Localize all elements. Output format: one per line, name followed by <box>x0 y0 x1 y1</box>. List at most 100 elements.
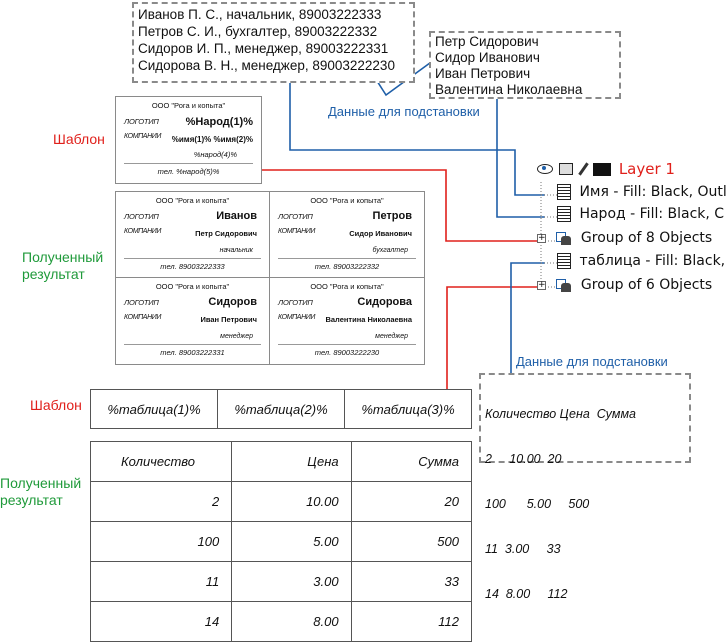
text-object-icon <box>557 184 571 200</box>
divider <box>124 163 253 164</box>
table-data-line: 14 8.00 112 <box>485 587 568 601</box>
red-connector-template-to-group8 <box>262 169 538 242</box>
first-names: Валентина Николаевна <box>325 315 412 324</box>
telephone: тел. 89003222331 <box>160 348 225 357</box>
divider <box>278 344 416 345</box>
table-cell: 2 <box>89 481 233 522</box>
company-name: ООО "Рога и копыта" <box>151 101 226 110</box>
eye-icon[interactable] <box>537 164 553 174</box>
table-cell: 10.00 <box>231 481 352 522</box>
template-label-2: Шаблон <box>30 397 82 413</box>
template-field-narod: %Народ(1)% <box>185 116 253 128</box>
company-name: ООО "Рога и копыта" <box>155 196 230 205</box>
company-name: ООО "Рога и копыта" <box>155 282 230 291</box>
template-tel: тел. %народ(5)% <box>157 167 220 176</box>
expand-plus-icon[interactable]: + <box>537 232 546 243</box>
expand-plus-icon[interactable]: + <box>537 279 546 290</box>
source-data-box: Иванов П. С., начальник, 89003222333 Пет… <box>132 2 415 83</box>
first-names: Петр Сидорович <box>195 229 257 238</box>
source-data-line: Сидоров И. П., менеджер, 89003222331 <box>138 41 389 56</box>
position: бухгалтер <box>372 247 408 254</box>
table-row: 2 10.00 20 <box>89 481 473 522</box>
column-header: Количество <box>89 441 233 482</box>
column-header: Сумма <box>350 441 473 482</box>
logo-text: ЛОГОТИП <box>278 298 313 307</box>
table-row: 11 3.00 33 <box>89 561 473 602</box>
table-cell: 11 <box>89 561 233 602</box>
table-cell: 33 <box>350 561 473 602</box>
layer-item-group6[interactable]: + Group of 6 Objects <box>537 277 712 299</box>
blue-connector-source-to-name <box>289 83 545 196</box>
template-table: %таблица(1)% %таблица(2)% %таблица(3)% <box>90 389 472 429</box>
pencil-icon[interactable] <box>578 162 589 176</box>
names-line: Петр Сидорович <box>435 34 539 49</box>
logo-text-2: КОМПАНИИ <box>278 228 315 235</box>
text-object-icon <box>557 253 571 269</box>
template-label-1: Шаблон <box>53 131 105 147</box>
result-table: Количество Цена Сумма 2 10.00 20 100 5.0… <box>89 441 473 642</box>
text-object-icon <box>557 206 571 222</box>
names-line: Иван Петрович <box>435 66 531 81</box>
last-name: Петров <box>372 210 412 222</box>
layers-panel: Layer 1 Имя - Fill: Black, Outl Народ - … <box>533 160 728 300</box>
template-table-cell: %таблица(3)% <box>344 389 472 429</box>
table-row: 14 8.00 112 <box>89 601 473 642</box>
substitution-data-label-bottom: Данные для подстановки <box>516 354 668 369</box>
result-card: ООО "Рога и копыта" ЛОГОТИП КОМПАНИИ Пет… <box>269 191 425 278</box>
table-cell: 20 <box>350 481 473 522</box>
logo-text-2: КОМПАНИИ <box>124 228 161 235</box>
logo-text-2: КОМПАНИИ <box>124 314 161 321</box>
template-table-cell: %таблица(2)% <box>217 389 345 429</box>
layer-header[interactable]: Layer 1 <box>537 160 675 182</box>
template-table-cell: %таблица(1)% <box>90 389 218 429</box>
last-name: Сидорова <box>357 296 412 308</box>
telephone: тел. 89003222333 <box>160 262 225 271</box>
layer-item-label: таблица - Fill: Black, <box>579 253 726 269</box>
layer-item-label: Имя - Fill: Black, Outl <box>579 184 727 200</box>
table-data-line: Количество Цена Сумма <box>485 407 636 421</box>
blue-connector-tabledata-to-tablica <box>510 262 545 373</box>
layer-color-swatch <box>593 162 612 176</box>
divider <box>278 258 416 259</box>
table-row: 100 5.00 500 <box>89 521 473 562</box>
column-header: Цена <box>231 441 352 482</box>
template-field-names: %имя(1)% %имя(2)% <box>171 135 253 144</box>
logo-text: ЛОГОТИП <box>278 212 313 221</box>
result-label-1: Полученный результат <box>22 249 104 282</box>
layer-item-narod[interactable]: Народ - Fill: Black, C <box>557 206 724 228</box>
logo-text-2: КОМПАНИИ <box>124 133 161 140</box>
position: начальник <box>219 247 253 254</box>
layer-item-imya[interactable]: Имя - Fill: Black, Outl <box>557 184 727 206</box>
logo-text: ЛОГОТИП <box>124 212 159 221</box>
template-field-position: %народ(4)% <box>193 150 237 159</box>
position: менеджер <box>375 333 408 340</box>
logo-text: ЛОГОТИП <box>124 298 159 307</box>
table-cell: 112 <box>350 601 473 642</box>
blue-connector-names-to-narod <box>496 97 545 218</box>
template-card: ООО "Рога и копыта" ЛОГОТИП КОМПАНИИ %На… <box>115 96 262 184</box>
layer-item-label: Group of 8 Objects <box>580 230 713 246</box>
substitution-data-label-top: Данные для подстановки <box>328 104 480 119</box>
red-connector-table-to-group6 <box>446 286 538 390</box>
last-name: Сидоров <box>208 296 257 308</box>
logo-text-2: КОМПАНИИ <box>278 314 315 321</box>
names-line: Сидор Иванович <box>435 50 540 65</box>
table-data-line: 100 5.00 500 <box>485 497 590 511</box>
layer-name[interactable]: Layer 1 <box>618 160 675 178</box>
result-cards-grid: ООО "Рога и копыта" ЛОГОТИП КОМПАНИИ Ива… <box>115 191 425 365</box>
telephone: тел. 89003222230 <box>314 348 380 357</box>
group-objects-icon <box>556 277 572 293</box>
table-header-row: Количество Цена Сумма <box>89 441 473 482</box>
layer-item-group8[interactable]: + Group of 8 Objects <box>537 230 712 252</box>
table-cell: 8.00 <box>231 601 352 642</box>
names-data-box: Петр Сидорович Сидор Иванович Иван Петро… <box>429 31 621 99</box>
printer-icon[interactable] <box>559 163 574 175</box>
source-data-line: Иванов П. С., начальник, 89003222333 <box>138 7 382 22</box>
divider <box>124 344 261 345</box>
table-cell: 5.00 <box>231 521 352 562</box>
layer-item-tablica[interactable]: таблица - Fill: Black, <box>557 253 725 275</box>
company-name: ООО "Рога и копыта" <box>310 282 384 291</box>
group-objects-icon <box>556 230 572 246</box>
divider <box>124 258 261 259</box>
company-name: ООО "Рога и копыта" <box>310 196 384 205</box>
